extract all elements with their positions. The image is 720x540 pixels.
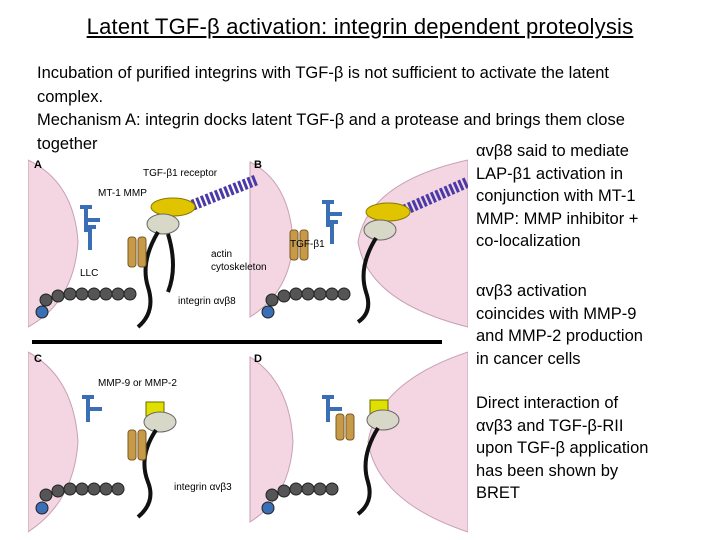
panel-label-a: A <box>34 159 42 171</box>
side-line: co-localization <box>476 232 581 250</box>
side-line: BRET <box>476 484 521 502</box>
integrin-icon <box>136 409 400 519</box>
label-integrin-b3: integrin αvβ3 <box>174 482 232 493</box>
tgf-beta-ligand-icon <box>127 229 309 268</box>
side-line: and MMP-2 production <box>476 327 643 345</box>
panel-label-b: B <box>254 159 262 171</box>
label-integrin-b8: integrin αvβ8 <box>178 296 236 307</box>
slide-title: Latent TGF-β activation: integrin depend… <box>86 14 634 39</box>
panel-label-c: C <box>34 353 42 365</box>
mechanism-diagram: A B C D TGF-β1 receptor MT-1 MMP actin c… <box>28 159 468 533</box>
cell-right-bottom <box>367 351 468 533</box>
intro-text: Incubation of purified integrins with TG… <box>37 62 707 156</box>
side-line: conjunction with MT-1 <box>476 187 636 205</box>
label-mmp: MMP-9 or MMP-2 <box>98 378 177 389</box>
label-llc: LLC <box>80 268 98 279</box>
actin-filament-icon <box>185 174 468 218</box>
label-receptor: TGF-β1 receptor <box>143 168 218 179</box>
panel-label-d: D <box>254 353 262 365</box>
label-actin: actin <box>211 249 232 260</box>
side-line: Direct interaction of <box>476 394 619 412</box>
label-mt1mmp: MT-1 MMP <box>98 188 147 199</box>
side-note-avb8: αvβ8 said to mediate LAP-β1 activation i… <box>476 140 638 253</box>
side-line: MMP: MMP inhibitor + <box>476 209 639 228</box>
intro-line: complex. <box>37 87 104 106</box>
side-line: upon TGF-β application <box>476 439 649 457</box>
side-line: αvβ3 and TGF-β-RII <box>476 416 624 435</box>
receptor-icon <box>82 395 342 422</box>
mechanism-figure: A B C D TGF-β1 receptor MT-1 MMP actin c… <box>28 152 468 537</box>
cell-left-top <box>28 159 79 328</box>
intro-line: Incubation of purified integrins with TG… <box>37 64 610 82</box>
receptor-icon <box>80 200 342 250</box>
panel-divider <box>32 340 442 344</box>
llc-bead-chain <box>35 482 339 515</box>
side-line: has been shown by <box>476 461 619 480</box>
cell-left-bottom <box>28 351 79 533</box>
side-note-bret: Direct interaction of αvβ3 and TGF-β-RII… <box>476 392 648 505</box>
label-cytoskeleton: cytoskeleton <box>211 262 267 273</box>
intro-line: together <box>37 134 98 153</box>
side-note-avb3: αvβ3 activation coincides with MMP-9 and… <box>476 280 643 370</box>
label-tgfb1: TGF-β1 <box>290 239 325 250</box>
side-line: in cancer cells <box>476 349 581 368</box>
intro-line: Mechanism A: integrin docks latent TGF-β… <box>37 111 625 129</box>
cell-right-top <box>357 159 468 328</box>
side-line: αvβ3 activation <box>476 282 587 300</box>
llc-bead-chain <box>35 287 351 319</box>
side-line: αvβ8 said to mediate <box>476 142 629 160</box>
side-line: LAP-β1 activation in <box>476 164 624 183</box>
integrin-icon <box>136 213 397 329</box>
tgf-beta-ligand-icon <box>127 413 355 461</box>
side-line: coincides with MMP-9 <box>476 304 637 323</box>
